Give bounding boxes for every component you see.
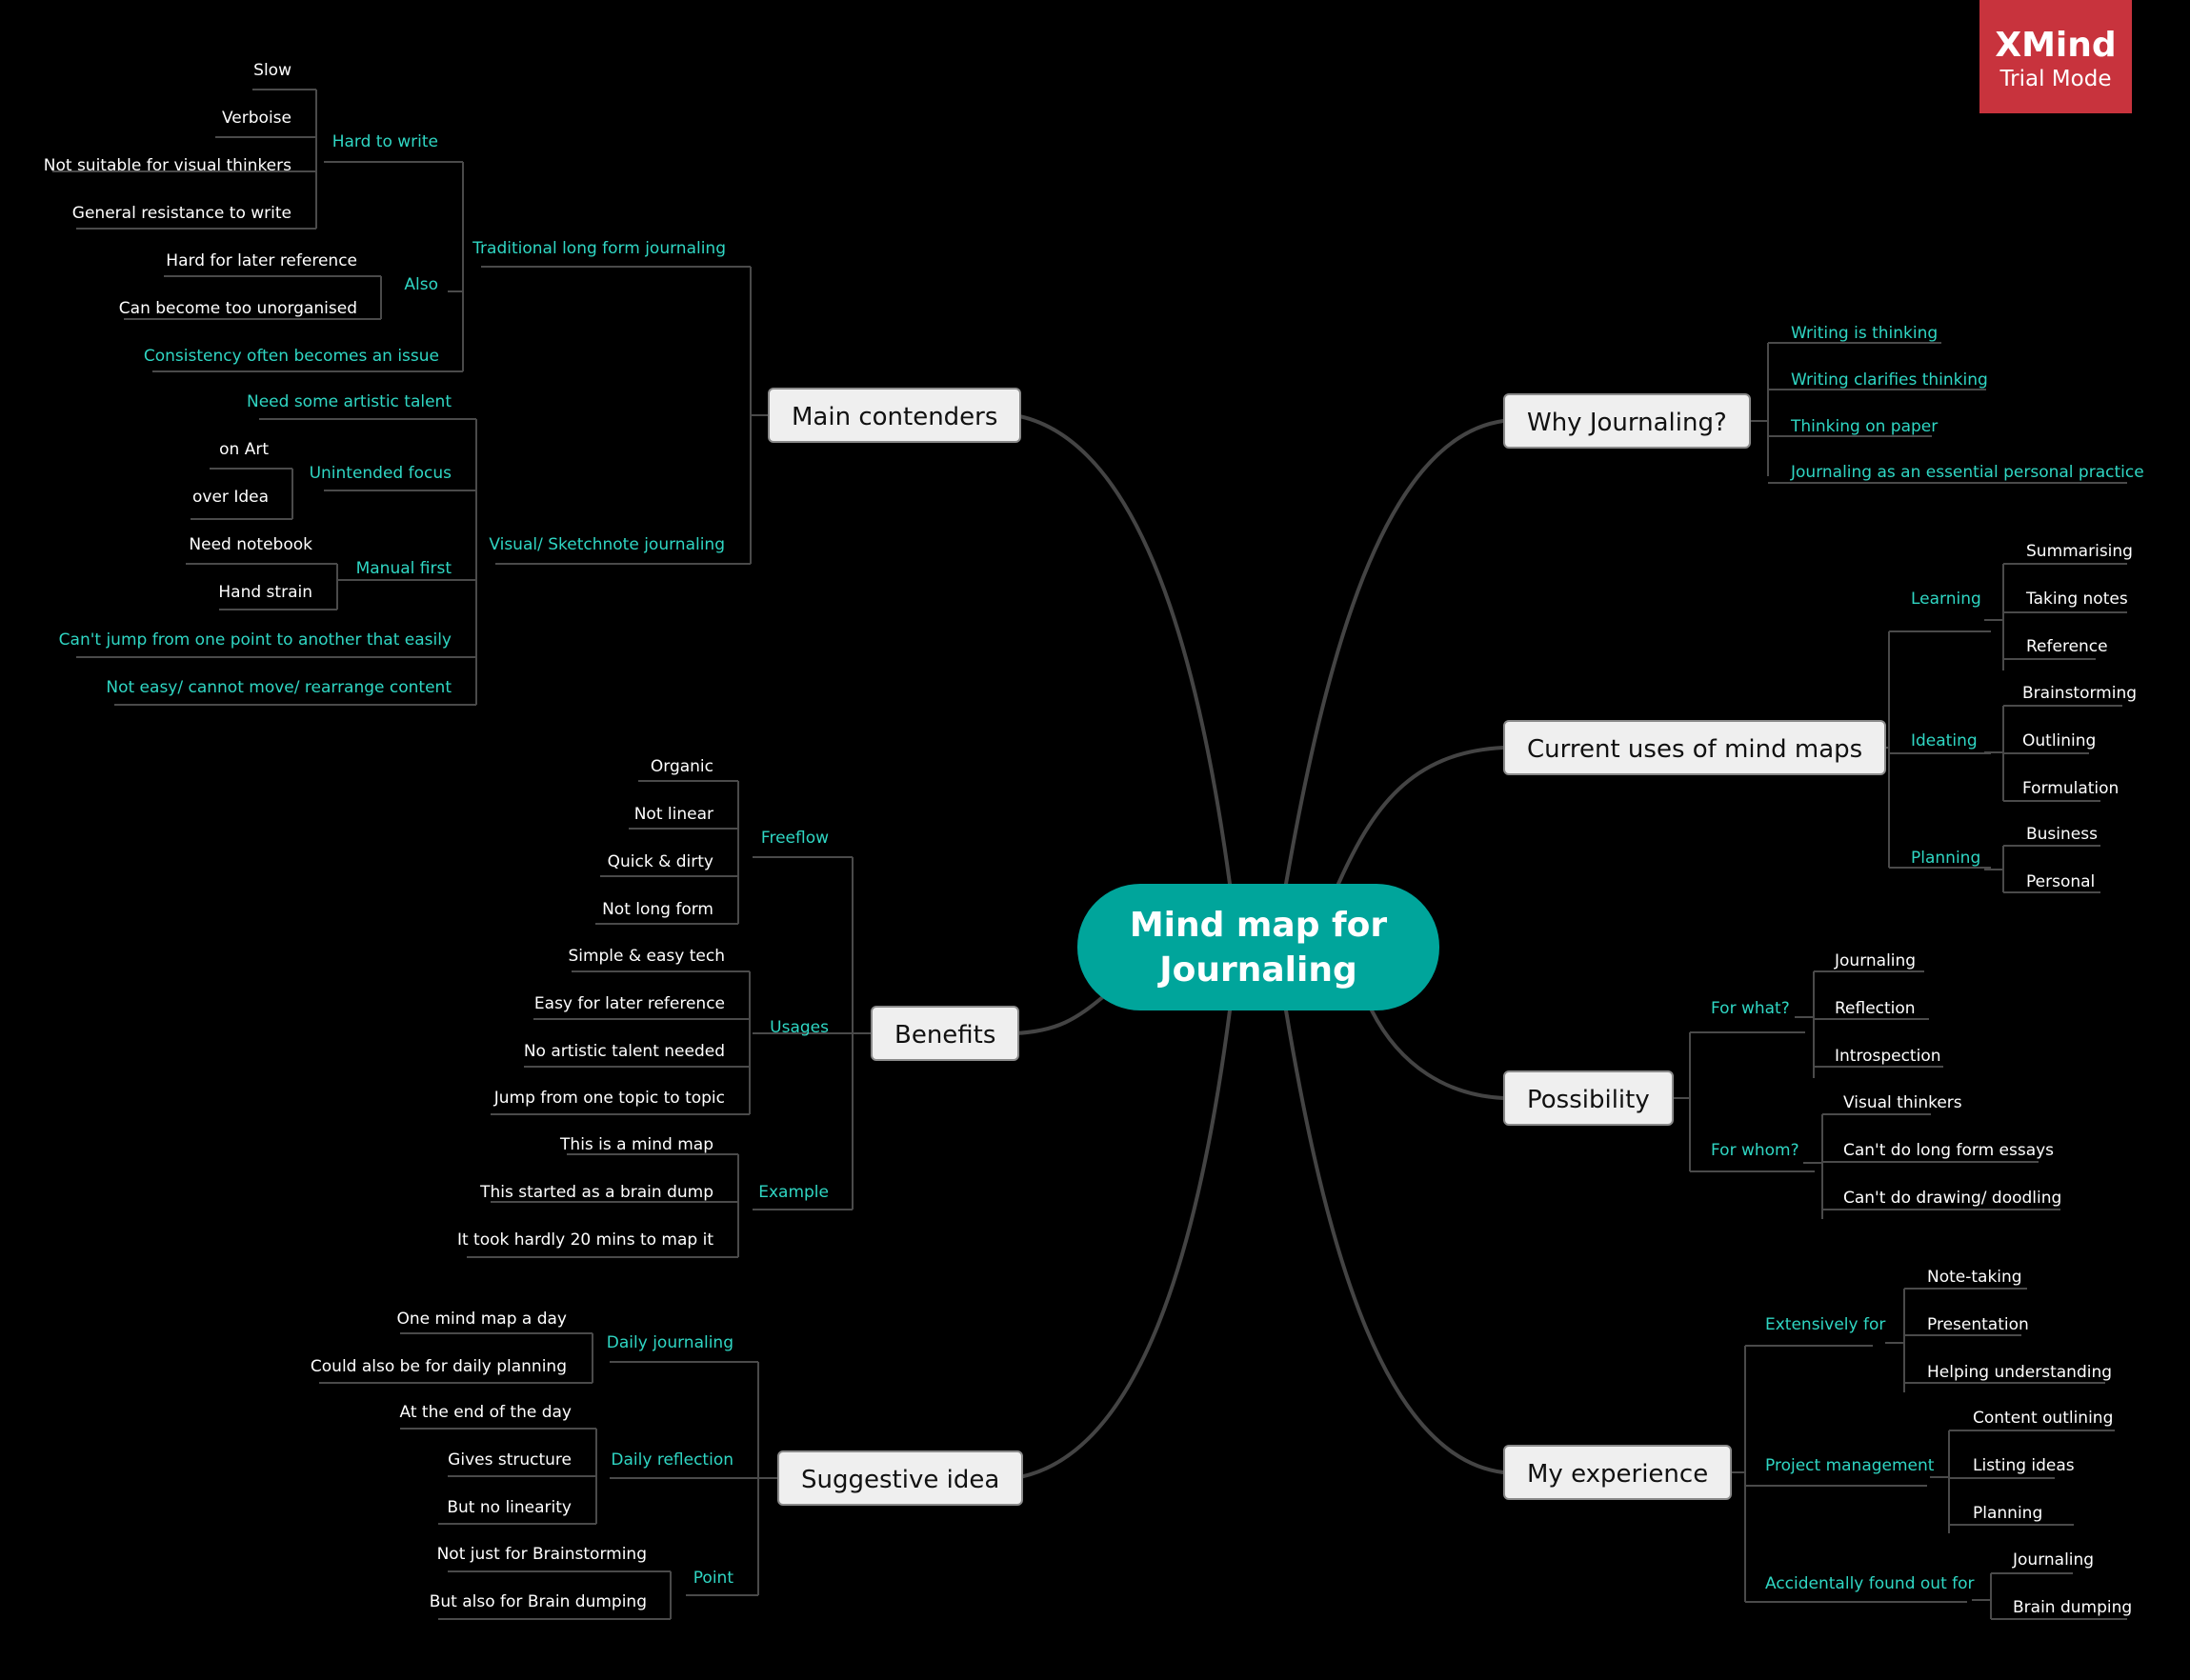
subtopic-daily-reflection[interactable]: Daily reflection	[611, 1450, 733, 1470]
subtopic-cant-jump[interactable]: Can't jump from one point to another tha…	[58, 630, 452, 650]
leaf[interactable]: Need notebook	[189, 535, 312, 554]
leaf[interactable]: Planning	[1973, 1504, 2043, 1523]
leaf[interactable]: Not just for Brainstorming	[436, 1545, 647, 1564]
subtopic-unintended-focus[interactable]: Unintended focus	[309, 464, 452, 483]
subtopic[interactable]: Journaling as an essential personal prac…	[1791, 463, 2144, 482]
leaf[interactable]: Hard for later reference	[166, 251, 357, 270]
subtopic-accidentally-found[interactable]: Accidentally found out for	[1765, 1574, 1975, 1593]
leaf[interactable]: Hand strain	[218, 583, 312, 602]
leaf[interactable]: Presentation	[1927, 1315, 2029, 1334]
topic-benefits[interactable]: Benefits	[871, 1006, 1020, 1061]
subtopic-for-whom[interactable]: For whom?	[1711, 1141, 1799, 1160]
leaf[interactable]: Brainstorming	[2022, 684, 2138, 703]
leaf[interactable]: Simple & easy tech	[568, 947, 725, 966]
subtopic-also[interactable]: Also	[404, 275, 438, 294]
leaf[interactable]: Not suitable for visual thinkers	[43, 156, 291, 175]
subtopic-project-management[interactable]: Project management	[1765, 1456, 1935, 1475]
subtopic-point[interactable]: Point	[693, 1569, 733, 1588]
leaf[interactable]: Easy for later reference	[533, 994, 725, 1013]
subtopic-not-easy-move[interactable]: Not easy/ cannot move/ rearrange content	[106, 678, 452, 697]
leaf[interactable]: Jump from one topic to topic	[493, 1089, 725, 1108]
xmind-trial-badge: XMind Trial Mode	[1979, 0, 2132, 113]
topic-why-journaling[interactable]: Why Journaling?	[1503, 393, 1751, 449]
topic-main-contenders[interactable]: Main contenders	[768, 388, 1022, 443]
subtopic-freeflow[interactable]: Freeflow	[760, 829, 829, 848]
subtopic-for-what[interactable]: For what?	[1711, 999, 1790, 1018]
topic-possibility[interactable]: Possibility	[1503, 1070, 1674, 1126]
leaf[interactable]: Reflection	[1835, 999, 1916, 1018]
leaf[interactable]: Helping understanding	[1927, 1363, 2113, 1382]
subtopic-manual-first[interactable]: Manual first	[355, 559, 452, 578]
subtopic-planning[interactable]: Planning	[1911, 849, 1981, 868]
badge-subtitle: Trial Mode	[1999, 67, 2112, 91]
topic-current-uses[interactable]: Current uses of mind maps	[1503, 720, 1887, 775]
subtopic-daily-journaling[interactable]: Daily journaling	[606, 1333, 733, 1352]
subtopic[interactable]: Thinking on paper	[1791, 417, 1939, 436]
leaf[interactable]: Visual thinkers	[1843, 1093, 1962, 1112]
leaf[interactable]: Formulation	[2022, 779, 2120, 798]
subtopic-example[interactable]: Example	[758, 1183, 829, 1202]
subtopic-visual-sketchnote[interactable]: Visual/ Sketchnote journaling	[489, 535, 725, 554]
leaf[interactable]: Outlining	[2022, 731, 2097, 750]
leaf[interactable]: Journaling	[2013, 1550, 2095, 1570]
central-line-2: Journaling	[1159, 950, 1357, 990]
badge-title: XMind	[1995, 26, 2117, 65]
leaf[interactable]: Organic	[650, 757, 713, 776]
subtopic-artistic-talent[interactable]: Need some artistic talent	[246, 392, 452, 411]
subtopic-usages[interactable]: Usages	[770, 1018, 829, 1037]
leaf[interactable]: Reference	[2026, 637, 2108, 656]
central-line-1: Mind map for	[1129, 905, 1388, 945]
leaf[interactable]: Gives structure	[448, 1450, 572, 1470]
central-topic[interactable]: Mind map for Journaling	[1077, 884, 1439, 1010]
subtopic-hard-to-write[interactable]: Hard to write	[332, 132, 438, 151]
leaf[interactable]: Quick & dirty	[607, 852, 713, 871]
leaf[interactable]: General resistance to write	[71, 204, 291, 223]
leaf[interactable]: One mind map a day	[396, 1310, 567, 1329]
leaf[interactable]: Brain dumping	[2013, 1598, 2133, 1617]
leaf[interactable]: At the end of the day	[399, 1403, 573, 1422]
leaf[interactable]: Business	[2026, 825, 2098, 844]
leaf[interactable]: over Idea	[192, 488, 269, 507]
topic-my-experience[interactable]: My experience	[1503, 1445, 1733, 1500]
leaf[interactable]: Content outlining	[1973, 1409, 2114, 1428]
leaf[interactable]: This started as a brain dump	[480, 1183, 713, 1202]
subtopic-learning[interactable]: Learning	[1911, 590, 1981, 609]
subtopic[interactable]: Writing is thinking	[1791, 324, 1939, 343]
leaf[interactable]: on Art	[219, 440, 269, 459]
leaf[interactable]: But no linearity	[447, 1498, 572, 1517]
leaf[interactable]: Personal	[2026, 872, 2096, 891]
leaf[interactable]: Not linear	[633, 805, 713, 824]
subtopic-ideating[interactable]: Ideating	[1911, 731, 1978, 750]
leaf[interactable]: This is a mind map	[560, 1135, 713, 1154]
leaf[interactable]: Note-taking	[1927, 1268, 2022, 1287]
leaf[interactable]: Can't do long form essays	[1843, 1141, 2055, 1160]
subtopic[interactable]: Writing clarifies thinking	[1791, 370, 1988, 390]
leaf[interactable]: Listing ideas	[1973, 1456, 2075, 1475]
topic-suggestive-idea[interactable]: Suggestive idea	[777, 1450, 1024, 1506]
leaf[interactable]: It took hardly 20 mins to map it	[456, 1230, 713, 1250]
leaf[interactable]: No artistic talent needed	[523, 1042, 725, 1061]
leaf[interactable]: Could also be for daily planning	[310, 1357, 567, 1376]
leaf[interactable]: Taking notes	[2026, 590, 2128, 609]
subtopic-consistency[interactable]: Consistency often becomes an issue	[143, 347, 439, 366]
leaf[interactable]: Can't do drawing/ doodling	[1843, 1189, 2062, 1208]
leaf[interactable]: But also for Brain dumping	[429, 1592, 647, 1611]
leaf[interactable]: Can become too unorganised	[118, 299, 357, 318]
subtopic-extensively-for[interactable]: Extensively for	[1765, 1315, 1886, 1334]
subtopic-traditional[interactable]: Traditional long form journaling	[472, 239, 726, 258]
leaf[interactable]: Verboise	[222, 109, 291, 128]
leaf[interactable]: Journaling	[1835, 951, 1917, 970]
leaf[interactable]: Summarising	[2026, 542, 2133, 561]
leaf[interactable]: Introspection	[1835, 1047, 1941, 1066]
leaf[interactable]: Slow	[253, 61, 291, 80]
leaf[interactable]: Not long form	[602, 900, 713, 919]
